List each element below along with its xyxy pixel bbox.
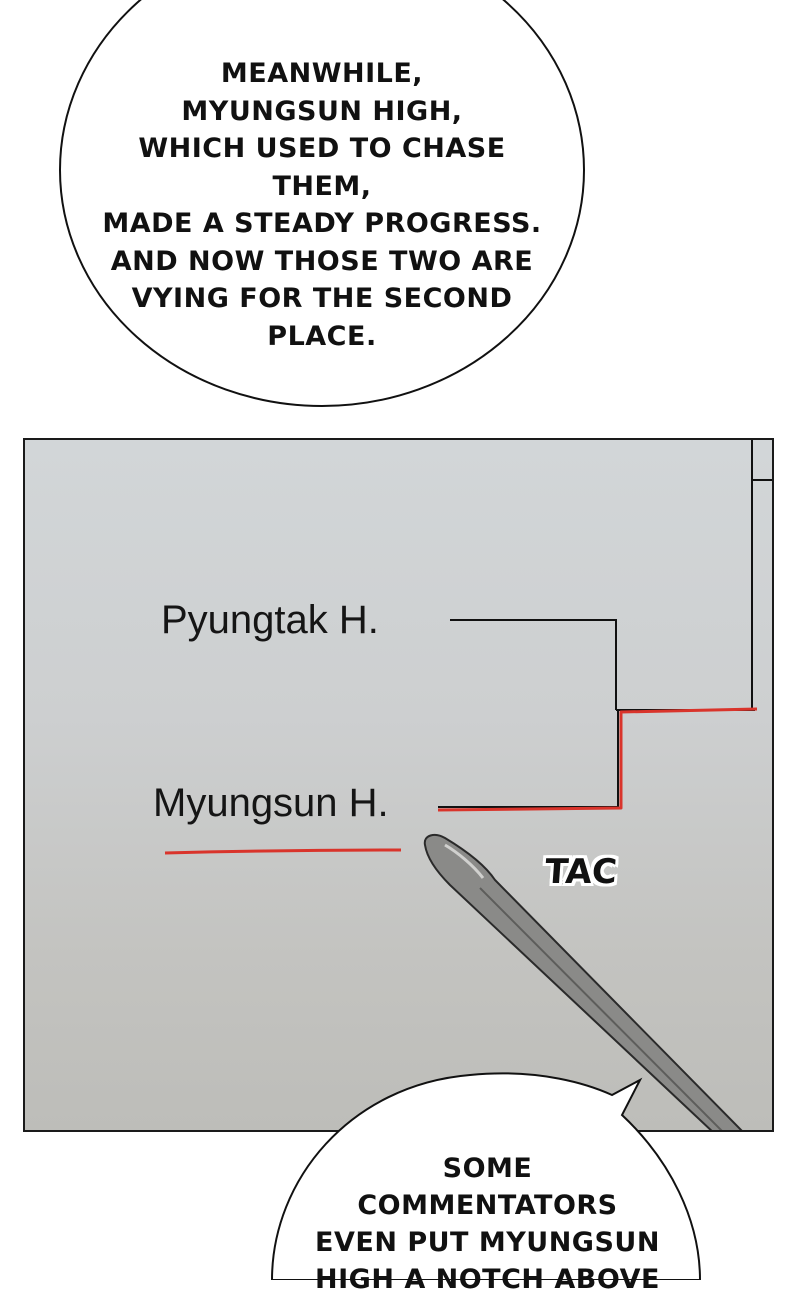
top-bubble-text: MEANWHILE, MYUNGSUN HIGH, WHICH USED TO … [102,58,542,352]
team-label-myungsun: Myungsun H. [153,781,389,825]
bracket-line-pyungtak [450,619,617,710]
bracket-drawing [164,440,772,1130]
red-underline [164,848,402,855]
pointer-stick [423,833,743,1130]
bracket-panel: Pyungtak H. Myungsun H. TAC [23,438,774,1132]
team-label-pyungtak: Pyungtak H. [161,598,379,642]
bottom-bubble-text: SOME COMMENTATORS EVEN PUT MYUNGSUN HIGH… [315,1153,660,1295]
red-highlight-path [437,707,758,812]
